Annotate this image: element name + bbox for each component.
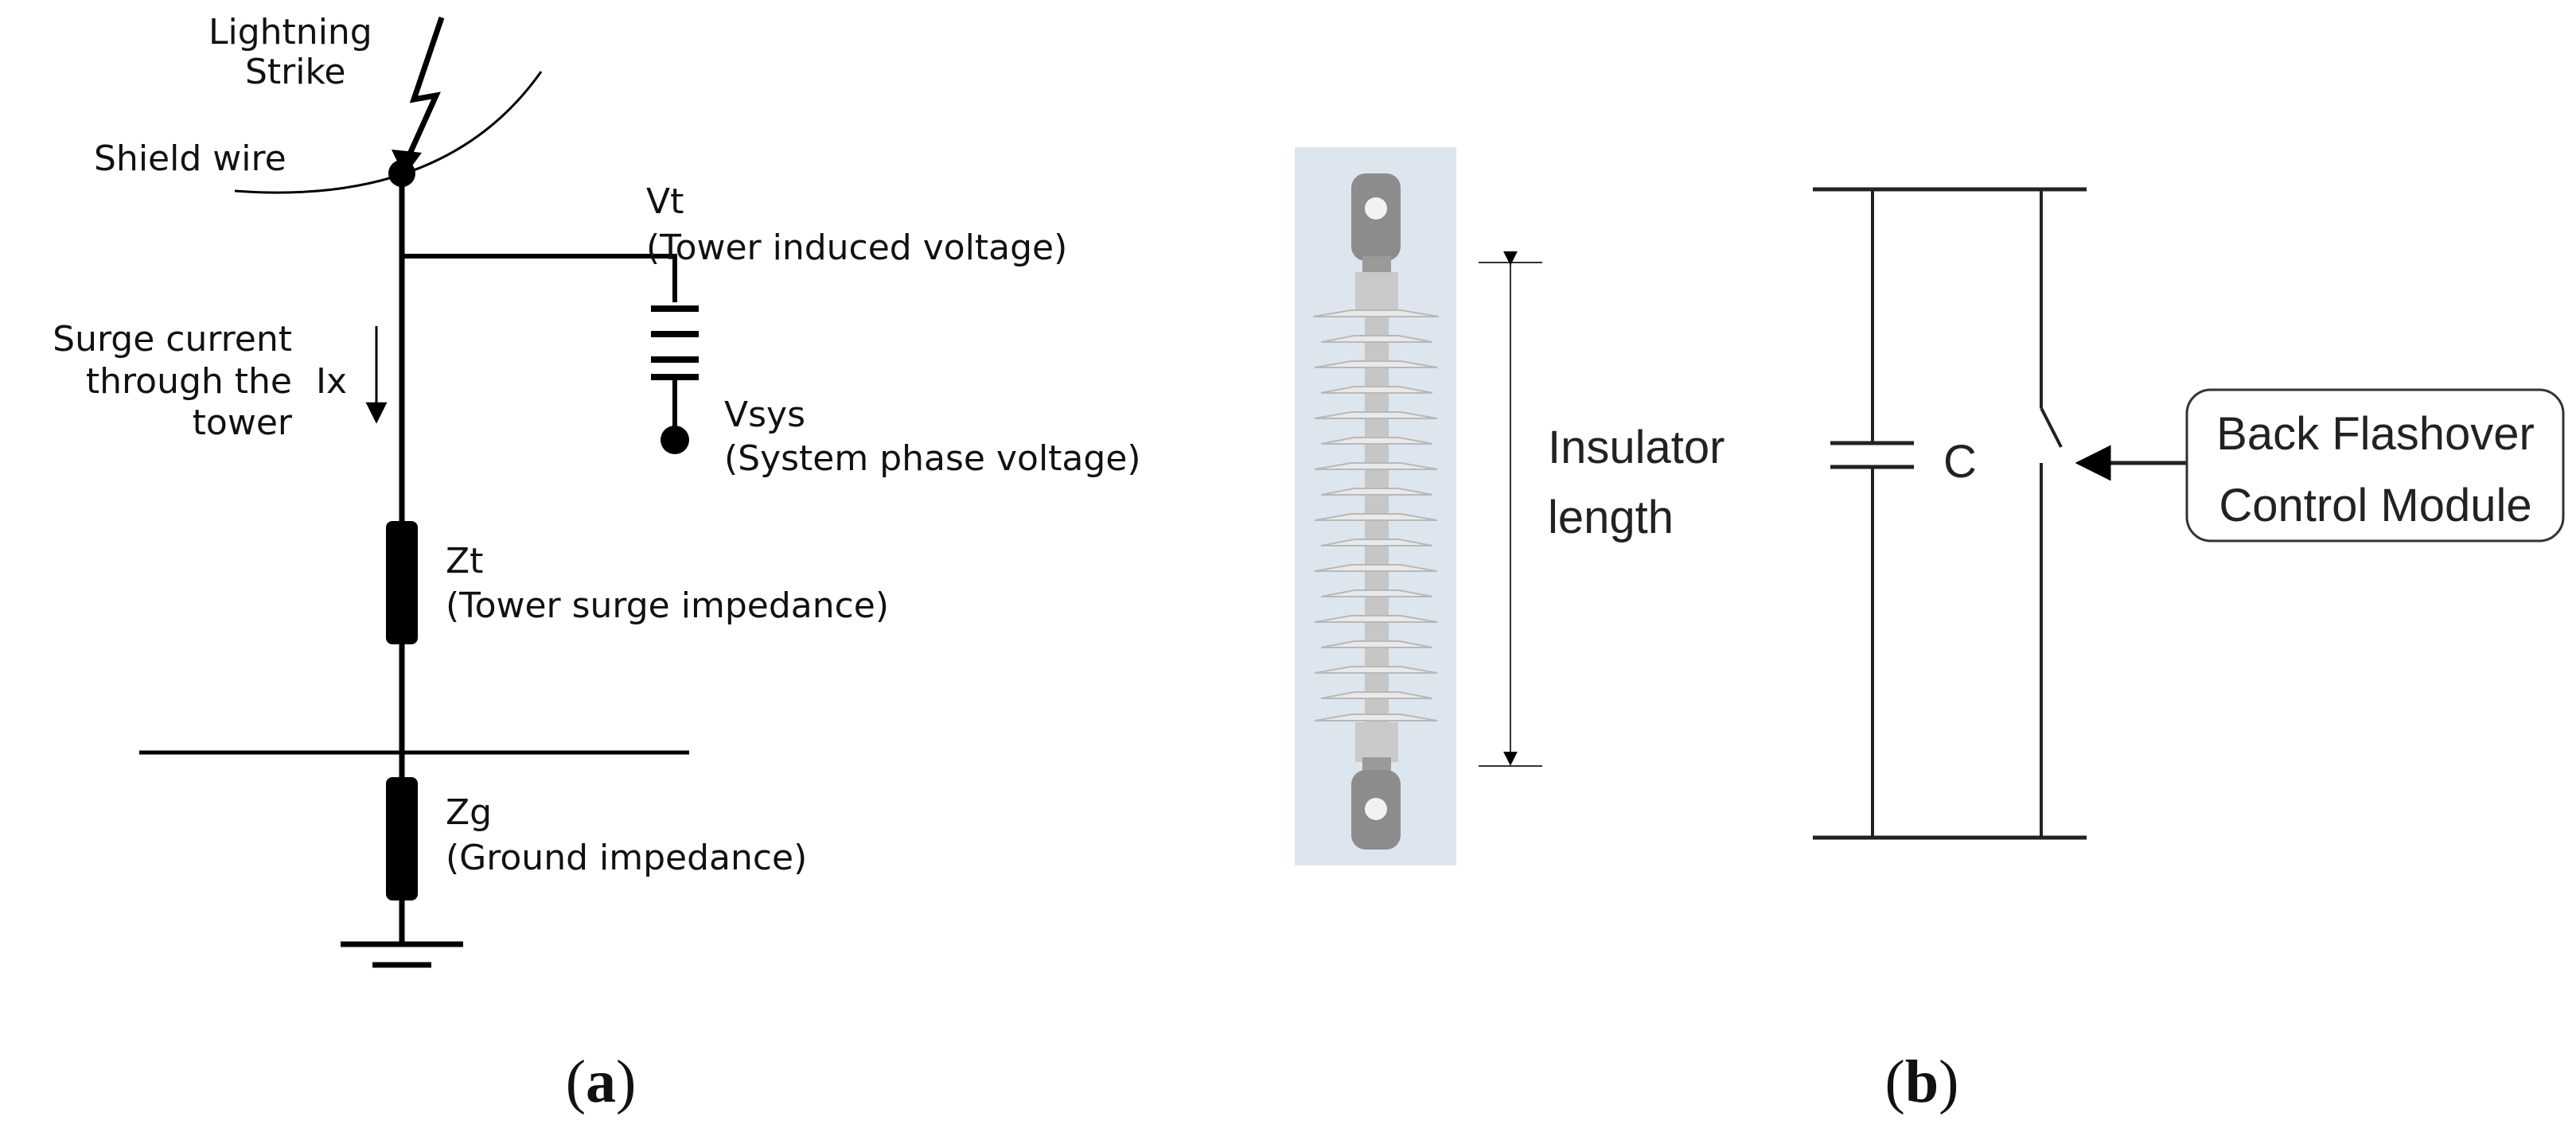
- vsys-terminal: [661, 426, 689, 454]
- control-module-line2: Control Module: [2219, 480, 2531, 531]
- capacitor-label: C: [1943, 436, 1977, 488]
- zg-label: Zg: [446, 792, 492, 833]
- branch-wire: [402, 254, 677, 302]
- surge-label-line1: Surge current: [53, 319, 292, 360]
- zt-label: Zt: [446, 541, 483, 581]
- zg-desc: (Ground impedance): [446, 838, 807, 878]
- caption-b: (b): [1885, 1048, 1959, 1115]
- insulator-length-line2: length: [1548, 492, 1674, 543]
- zt-impedance: [386, 521, 418, 644]
- insulator-picture: [1312, 173, 1440, 850]
- zt-desc: (Tower surge impedance): [446, 585, 889, 626]
- vt-label: Vt: [646, 181, 684, 222]
- panel-a: Lightning Strike Shield wire Vt (Tower i…: [53, 12, 1140, 1115]
- control-module-box: [2185, 388, 2565, 543]
- vsys-desc: (System phase voltage): [724, 438, 1141, 479]
- vt-desc: (Tower induced voltage): [646, 228, 1067, 268]
- lightning-label-line1: Lightning: [208, 12, 372, 53]
- surge-label-line2: through the: [86, 361, 292, 402]
- shield-wire-label: Shield wire: [94, 138, 286, 179]
- lightning-label-line2: Strike: [245, 52, 345, 92]
- ix-label: Ix: [316, 361, 347, 402]
- surge-label-line3: tower: [193, 403, 293, 443]
- control-module-line1: Back Flashover: [2216, 408, 2535, 460]
- zg-impedance: [386, 777, 418, 900]
- insulator-length-line1: Insulator: [1548, 422, 1724, 473]
- caption-a: (a): [566, 1048, 637, 1115]
- vsys-label: Vsys: [724, 395, 805, 435]
- switch-blade: [2040, 407, 2063, 448]
- lightning-bolt-icon: [404, 16, 445, 161]
- panel-b: Insulator length C Back Flashover Contro…: [1295, 147, 2565, 1115]
- shield-wire: [234, 71, 543, 194]
